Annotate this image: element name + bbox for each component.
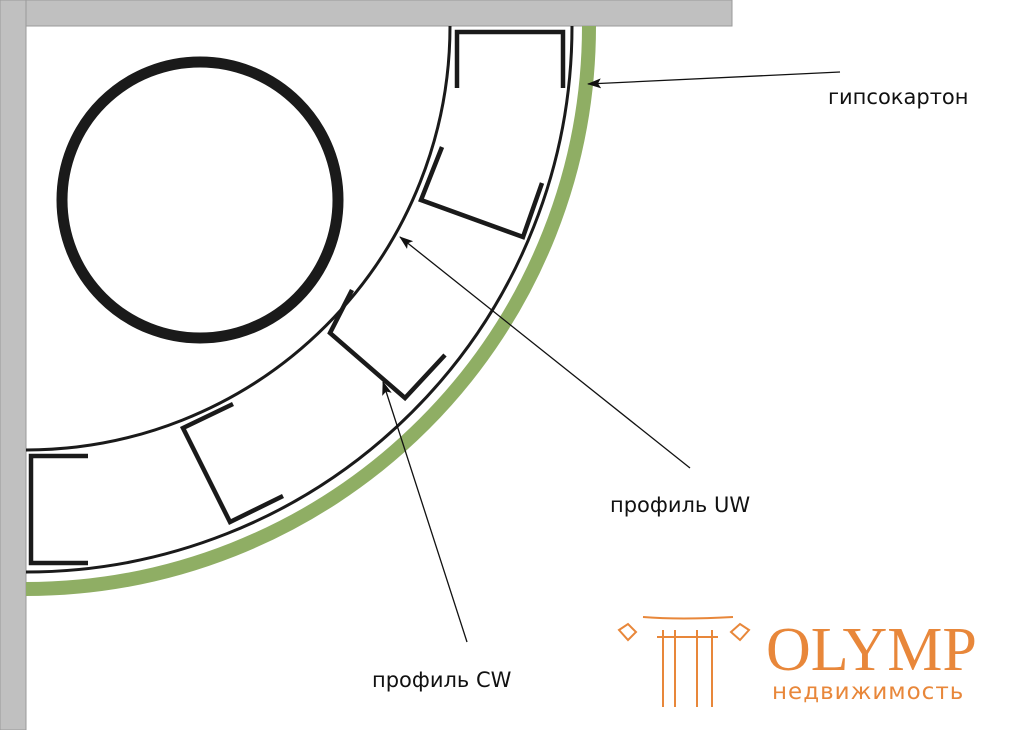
cw-profile: [327, 288, 447, 402]
top-wall: [0, 0, 733, 27]
cw-profile: [179, 401, 284, 526]
drywall-arc: [25, 25, 596, 596]
cw-profile-label: профиль CW: [372, 668, 512, 692]
logo-subtitle: недвижимость: [772, 679, 964, 705]
drywall-arrow: [587, 71, 841, 89]
cw-profile: [418, 146, 545, 240]
drywall-label: гипсокартон: [828, 85, 969, 109]
round-column: [56, 56, 344, 344]
cw-arrow: [382, 381, 468, 643]
uw-arrow: [399, 236, 691, 469]
column-icon: [617, 616, 751, 707]
cw-profile: [28, 453, 88, 566]
logo-name: OLYMP: [766, 616, 977, 684]
olymp-logo: OLYMP недвижимость: [617, 616, 977, 707]
left-wall: [0, 0, 27, 730]
uw-profile-inner-arc: [25, 25, 452, 452]
cw-profile: [454, 29, 566, 88]
uw-profile-outer-arc: [25, 25, 574, 574]
uw-profile-label: профиль UW: [610, 493, 750, 517]
